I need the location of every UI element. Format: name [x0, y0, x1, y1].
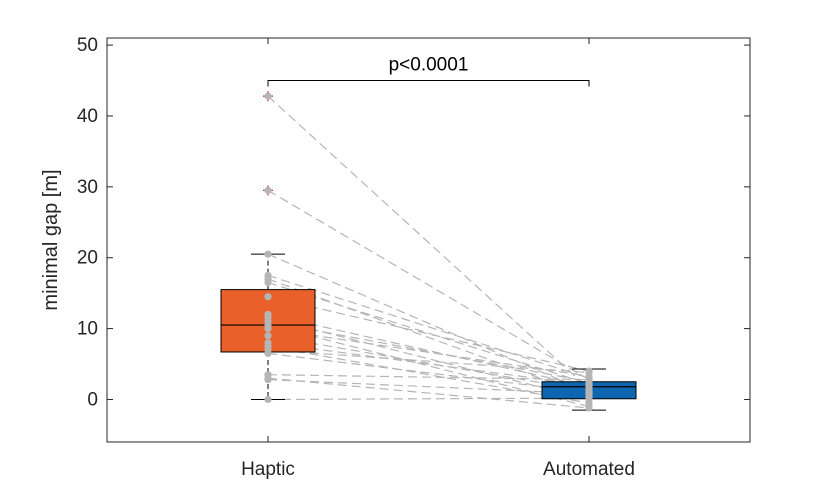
pair-line: [267, 374, 590, 381]
pair-line: [267, 281, 590, 385]
data-point-haptic: [264, 324, 272, 333]
p-value-label: p<0.0001: [389, 55, 469, 76]
pair-line: [267, 377, 590, 409]
significance-annotation: p<0.0001: [267, 55, 590, 87]
y-tick-label: 10: [77, 319, 98, 340]
pair-line: [267, 189, 590, 381]
data-point-automated: [585, 394, 593, 402]
data-point-haptic: [264, 349, 272, 358]
data-point-automated: [585, 376, 593, 384]
pair-line: [267, 349, 590, 374]
data-point-automated: [585, 381, 593, 389]
data-point-haptic: [264, 376, 272, 384]
x-tick-label: Automated: [543, 459, 635, 480]
pair-line: [267, 296, 590, 372]
pair-line: [267, 397, 590, 401]
data-point-haptic: [264, 332, 272, 340]
pair-line: [267, 345, 590, 404]
boxes: [220, 91, 637, 411]
data-point-haptic: [264, 186, 272, 194]
pair-line: [267, 253, 590, 393]
data-point-haptic: [264, 278, 272, 287]
data-points: [264, 92, 593, 412]
pair-line: [267, 274, 590, 379]
y-axis-label: minimal gap [m]: [40, 169, 62, 310]
data-point-haptic: [264, 92, 272, 100]
y-tick-label: 40: [77, 106, 98, 127]
y-tick-label: 50: [77, 35, 98, 56]
paired-lines: [267, 95, 590, 409]
x-axis-ticks: Haptic Automated: [241, 38, 635, 480]
y-tick-label: 20: [77, 248, 98, 269]
data-point-automated: [585, 404, 593, 412]
data-point-haptic: [264, 395, 272, 404]
data-point-automated: [585, 368, 593, 377]
pair-line: [267, 313, 590, 388]
x-tick-label: Haptic: [241, 459, 295, 480]
pair-line: [267, 379, 590, 395]
significance-bracket: [267, 80, 590, 87]
pair-line: [267, 278, 590, 397]
data-point-haptic: [264, 250, 272, 258]
y-tick-label: 0: [87, 389, 98, 410]
pair-line: [267, 320, 590, 383]
y-axis-ticks: 0 10 20 30 40 50: [77, 35, 750, 410]
pair-line: [267, 95, 590, 390]
plot-area-frame: [106, 37, 751, 443]
data-point-haptic: [264, 293, 272, 301]
pair-line: [267, 335, 590, 392]
y-tick-label: 30: [77, 177, 98, 198]
data-point-automated: [585, 399, 593, 407]
pair-line: [267, 352, 590, 393]
